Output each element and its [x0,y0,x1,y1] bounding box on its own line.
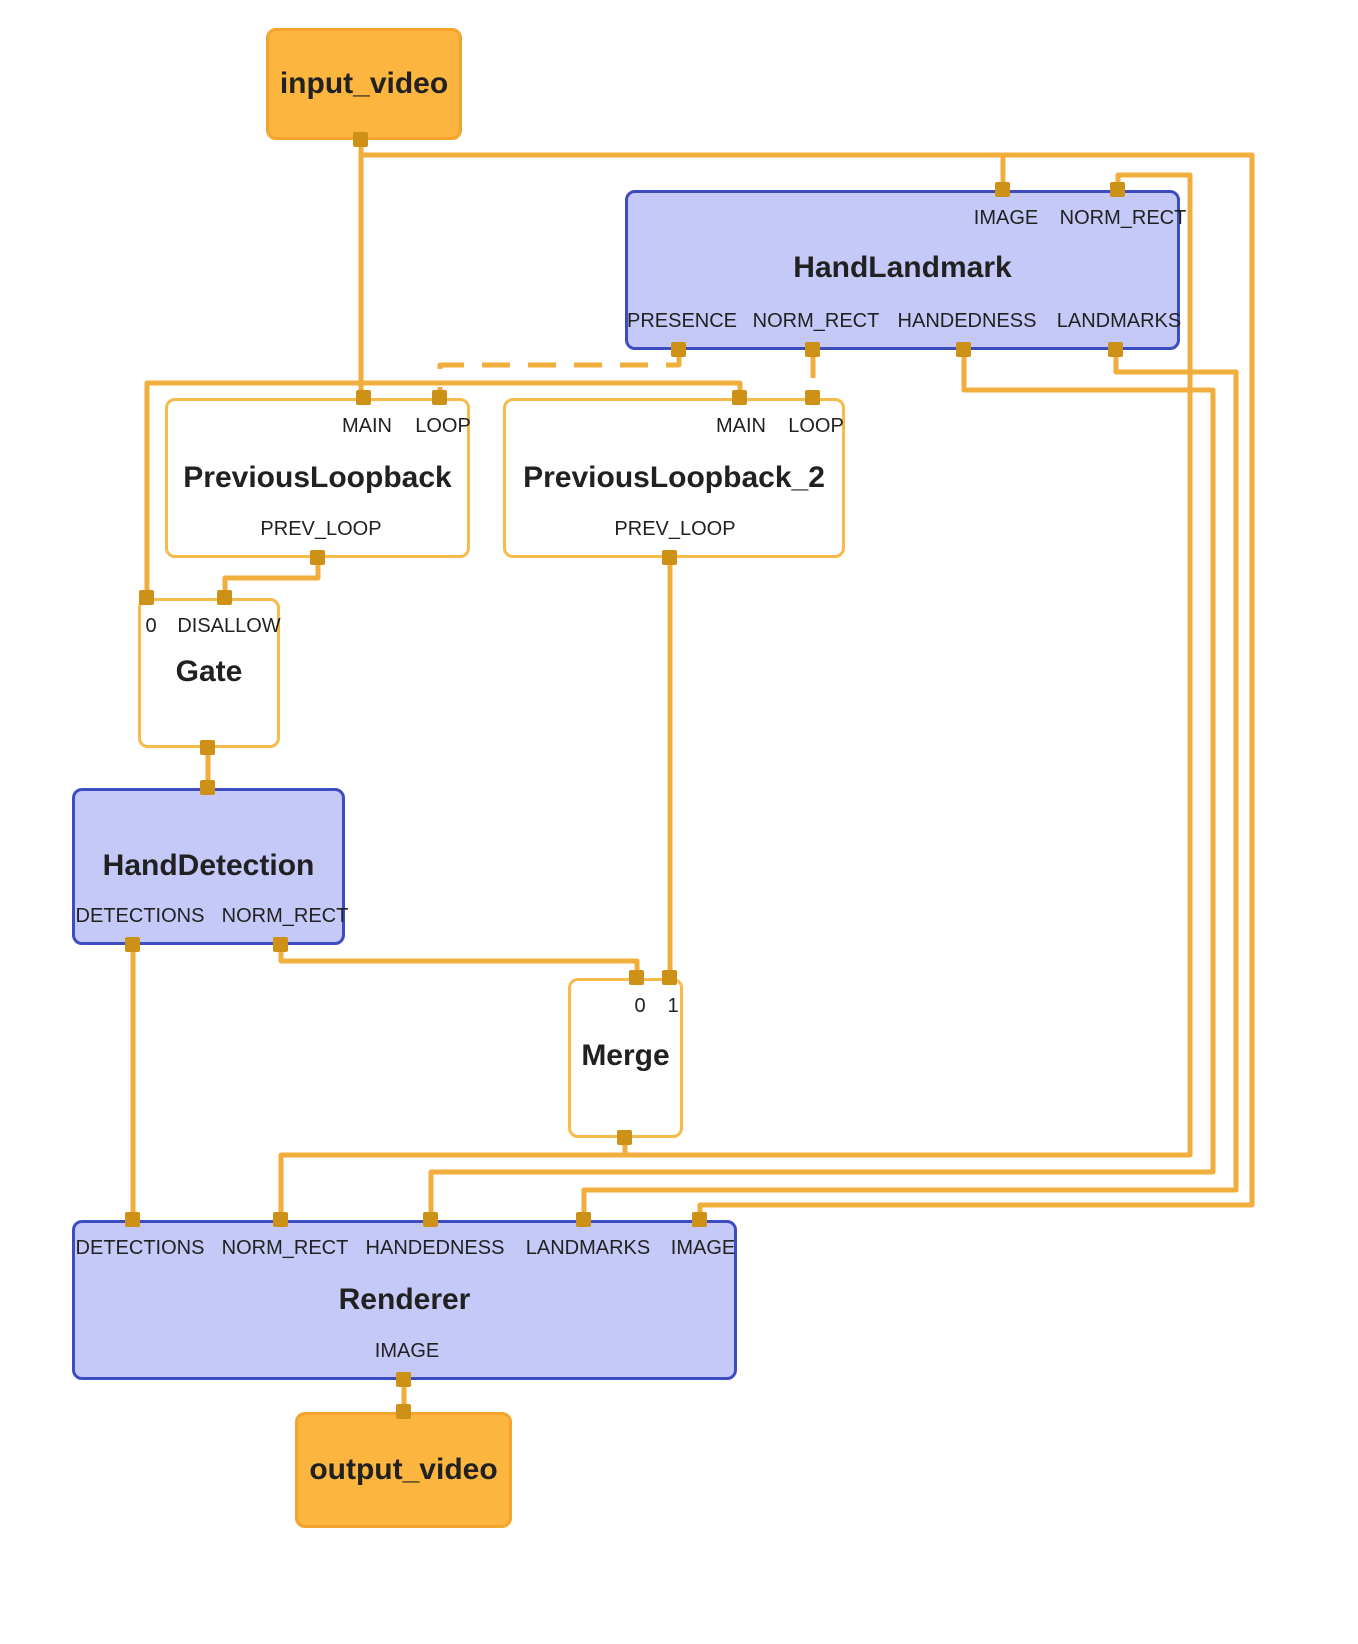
port-gate-0-in [139,590,154,605]
port-previous-loopback-2-loop-in [805,390,820,405]
port-renderer-detections-in [125,1212,140,1227]
port-output-video-in [396,1404,411,1419]
port-hand-landmark-presence-out [671,342,686,357]
edge-hand-detection-norm-rect-to-merge-0 [278,945,640,978]
edge-hand-landmark-presence-to-previous-loopback-loop [437,350,682,398]
merge-input-1-label: 1 [667,995,679,1017]
port-renderer-image-out [396,1372,411,1387]
previous-loopback-2-output-prev-loop-label: PREV_LOOP [614,518,736,540]
port-hand-detection-detections-out [125,937,140,952]
port-hand-landmark-norm-rect-out [805,342,820,357]
edge-hand-landmark-handedness-to-renderer-handedness [428,350,1216,1220]
node-previous-loopback-2[interactable]: MAIN LOOP PreviousLoopback_2 PREV_LOOP [503,398,845,558]
port-renderer-image-in [692,1212,707,1227]
hand-detection-output-norm-rect-label: NORM_RECT [221,905,349,927]
port-merge-out [617,1130,632,1145]
renderer-title: Renderer [338,1283,471,1316]
hand-detection-title: HandDetection [102,849,315,882]
edge-merge-to-hand-landmark-norm-rect [625,172,1193,1158]
port-renderer-norm-rect-in [273,1212,288,1227]
node-input-video[interactable]: input_video [266,28,462,140]
renderer-output-image-label: IMAGE [374,1340,440,1362]
port-previous-loopback-2-main-in [732,390,747,405]
renderer-input-handedness-label: HANDEDNESS [365,1237,505,1259]
port-renderer-landmarks-in [576,1212,591,1227]
port-hand-landmark-image-in [995,182,1010,197]
edge-hand-landmark-landmarks-to-renderer-landmarks [581,350,1239,1220]
renderer-input-norm-rect-label: NORM_RECT [221,1237,349,1259]
previous-loopback-input-main-label: MAIN [342,415,392,437]
hand-landmark-input-image-label: IMAGE [973,207,1039,229]
port-previous-loopback-prev-loop-out [310,550,325,565]
port-hand-landmark-handedness-out [956,342,971,357]
hand-detection-output-detections-label: DETECTIONS [75,905,205,927]
hand-landmark-output-landmarks-label: LANDMARKS [1056,310,1182,332]
renderer-input-image-label: IMAGE [670,1237,736,1259]
port-previous-loopback-loop-in [432,390,447,405]
input-video-title: input_video [279,67,449,100]
previous-loopback-output-prev-loop-label: PREV_LOOP [260,518,382,540]
gate-input-disallow-label: DISALLOW [177,615,281,637]
edge-merge-to-renderer-norm-rect [278,1138,628,1220]
previous-loopback-title: PreviousLoopback [183,461,452,494]
port-merge-0-in [629,970,644,985]
hand-landmark-input-norm-rect-label: NORM_RECT [1059,207,1187,229]
merge-input-0-label: 0 [634,995,646,1017]
node-merge[interactable]: 0 1 Merge [568,978,683,1138]
node-output-video[interactable]: output_video [295,1412,512,1528]
previous-loopback-2-input-loop-label: LOOP [788,415,844,437]
previous-loopback-2-input-main-label: MAIN [716,415,766,437]
node-hand-landmark[interactable]: IMAGE NORM_RECT HandLandmark PRESENCE NO… [625,190,1186,350]
node-hand-detection[interactable]: HandDetection DETECTIONS NORM_RECT [72,788,348,945]
port-hand-detection-in [200,780,215,795]
port-hand-detection-norm-rect-out [273,937,288,952]
previous-loopback-2-title: PreviousLoopback_2 [523,461,825,494]
output-video-title: output_video [309,1453,498,1486]
node-previous-loopback[interactable]: MAIN LOOP PreviousLoopback PREV_LOOP [165,398,471,558]
node-gate[interactable]: 0 DISALLOW Gate [138,598,281,748]
hand-landmark-output-norm-rect-label: NORM_RECT [752,310,880,332]
hand-landmark-output-presence-label: PRESENCE [626,310,738,332]
port-gate-disallow-in [217,590,232,605]
previous-loopback-input-loop-label: LOOP [415,415,471,437]
port-previous-loopback-2-prev-loop-out [662,550,677,565]
node-renderer[interactable]: DETECTIONS NORM_RECT HANDEDNESS LANDMARK… [72,1220,737,1380]
gate-input-0-label: 0 [145,615,157,637]
port-previous-loopback-main-in [356,390,371,405]
port-renderer-handedness-in [423,1212,438,1227]
merge-title: Merge [581,1039,670,1072]
port-merge-1-in [662,970,677,985]
hand-landmark-output-handedness-label: HANDEDNESS [897,310,1037,332]
gate-title: Gate [175,655,243,688]
hand-landmark-title: HandLandmark [793,251,1012,284]
edge-previous-loopback-prev-loop-to-gate-disallow [222,558,321,598]
port-gate-out [200,740,215,755]
renderer-input-detections-label: DETECTIONS [75,1237,205,1259]
port-input-video-out [353,132,368,147]
port-hand-landmark-landmarks-out [1108,342,1123,357]
edge-input-video-to-renderer-image [361,152,1255,1220]
port-hand-landmark-norm-rect-in [1110,182,1125,197]
renderer-input-landmarks-label: LANDMARKS [525,1237,651,1259]
